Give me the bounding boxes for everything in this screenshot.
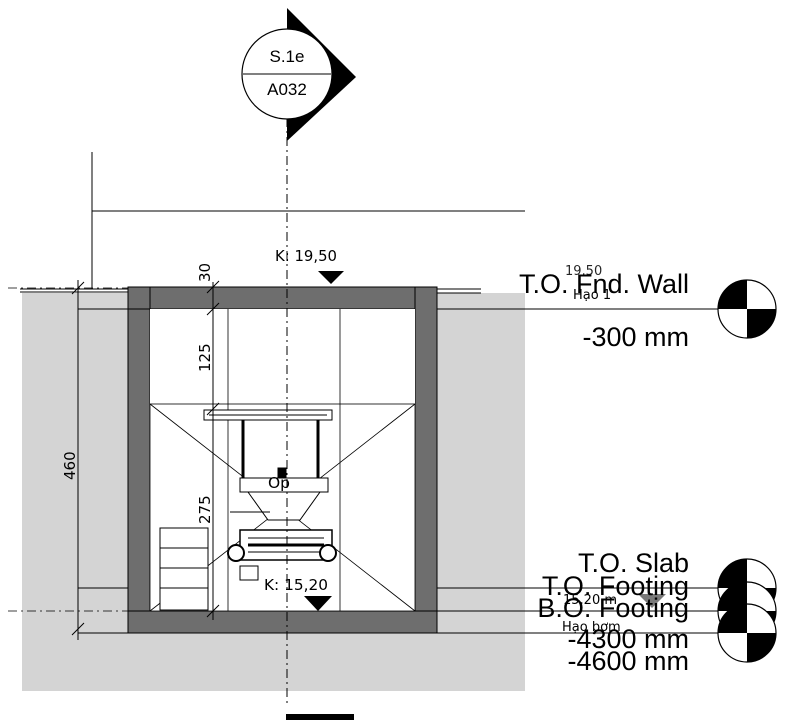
- section-marker: [241, 8, 356, 141]
- level-to-footing-value: -4300 mm: [567, 624, 689, 654]
- elevation-top-label: K: 19,50: [275, 247, 337, 265]
- dimension-lines: [71, 280, 220, 640]
- section-marker-top: S.1e: [270, 47, 305, 66]
- level-symbol-fnd-wall: [717, 279, 777, 339]
- level-bo-footing-value: -4600 mm: [567, 646, 689, 676]
- bottom-marker-stub: [286, 714, 354, 720]
- dim-wall-top: 30: [196, 263, 214, 282]
- dim-total-height: 460: [61, 451, 79, 480]
- elevation-top-triangle: [318, 271, 344, 284]
- datum-lines: [8, 287, 128, 612]
- level-slab-name: T.O. Slab: [578, 548, 689, 578]
- faded-top-value: 19,50: [565, 264, 602, 279]
- upper-structure-lines: [20, 152, 525, 294]
- equipment-label: Op: [268, 474, 290, 492]
- elevation-bottom-triangle: [304, 596, 332, 611]
- level-bo-footing-name: B.O. Footing: [537, 593, 689, 623]
- level-fnd-wall-name: T.O. Fnd. Wall: [519, 269, 689, 299]
- faded-top-label: Hạo 1: [573, 288, 611, 303]
- level-to-footing-name: T.O. Footing: [542, 571, 689, 601]
- level-fnd-wall-value: -300 mm: [582, 322, 689, 352]
- pit-walls: [127, 286, 438, 634]
- faded-bottom-triangle: [638, 594, 666, 608]
- section-marker-bottom: A032: [267, 80, 307, 99]
- level-leaders: [437, 308, 718, 634]
- faded-bottom-value: 15,20 m: [563, 593, 617, 608]
- level-symbol-bo-footing: [717, 603, 777, 663]
- elevator-equipment: [159, 409, 337, 611]
- dim-lower-height: 275: [196, 495, 214, 524]
- elevation-bottom-label: K: 15,20: [264, 576, 328, 594]
- faded-bottom-label: Hạo bơm: [562, 620, 621, 635]
- dim-upper-clearance: 125: [196, 343, 214, 372]
